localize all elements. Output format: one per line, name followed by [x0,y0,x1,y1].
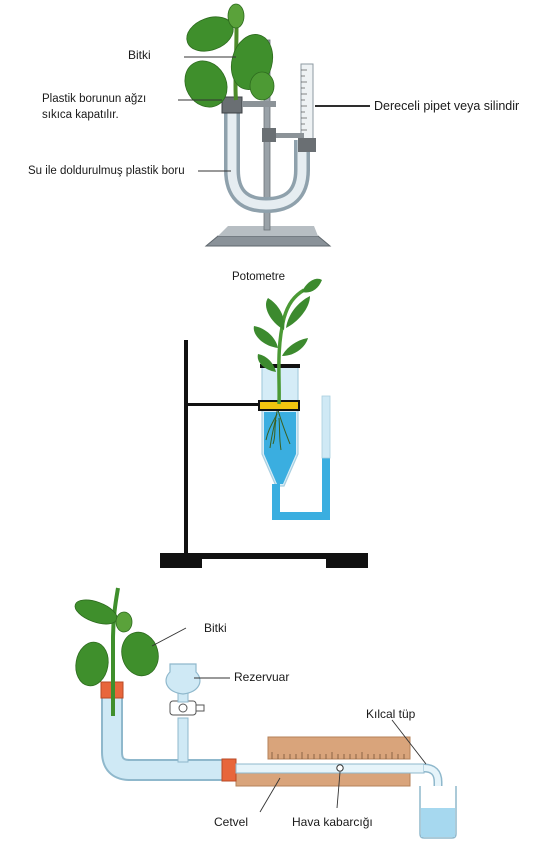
label-plant-1: Bitki [128,48,151,62]
capillary-tube [235,763,425,774]
figure-1-potometer-photo: Bitki Plastik borunun ağzı sıkıca kapatı… [28,3,519,247]
reservoir-stem [177,717,189,763]
label-bubble: Hava kabarcığı [292,815,373,829]
beaker-water [421,808,455,837]
pipette-scale [301,69,307,131]
air-bubble [336,764,344,772]
figure-3-bubble-potometer: Bitki Rezervuar Kılcal tüp Cetvel Hava k… [74,587,457,839]
reservoir-bulb [165,663,201,695]
plant-leaves-2 [253,278,322,372]
label-pipette: Dereceli pipet veya silindir [374,99,519,113]
plant-leaves-1 [184,3,275,108]
label-tube: Su ile doldurulmuş plastik boru [28,165,185,177]
label-plant-3: Bitki [204,621,227,635]
clamp-lower [262,128,276,142]
caption-potometer: Potometre [232,271,285,283]
plant-leaves-3 [74,599,159,687]
stand-rod-2 [184,340,188,556]
label-seal-line2: sıkıca kapatılır. [42,109,119,121]
main-tube [101,692,222,781]
plant-roots-2 [265,405,291,451]
label-ruler: Cetvel [214,815,248,829]
funnel-water [264,412,296,484]
plant-stem-2 [277,288,305,405]
stand-base-2 [160,553,368,559]
stand-base-top [218,226,318,236]
label-seal-line1: Plastik borunun ağzı [42,93,146,105]
stand-arm-2 [186,403,262,406]
figure-2-potometer-schematic: Potometre [160,271,368,568]
leader-lines-3 [151,627,427,813]
stand-base [204,235,332,247]
ruler-scale [271,752,405,759]
ruler-upper [267,736,411,760]
clamp-upper [221,96,243,114]
label-reservoir: Rezervuar [234,670,289,684]
water-channel [272,456,330,520]
tube-joint-stopper [221,758,237,782]
capillary-column [321,395,331,459]
leader-lines-1 [178,56,370,172]
label-capillary: Kılcal tüp [366,707,416,721]
ruler-lower [235,771,411,787]
